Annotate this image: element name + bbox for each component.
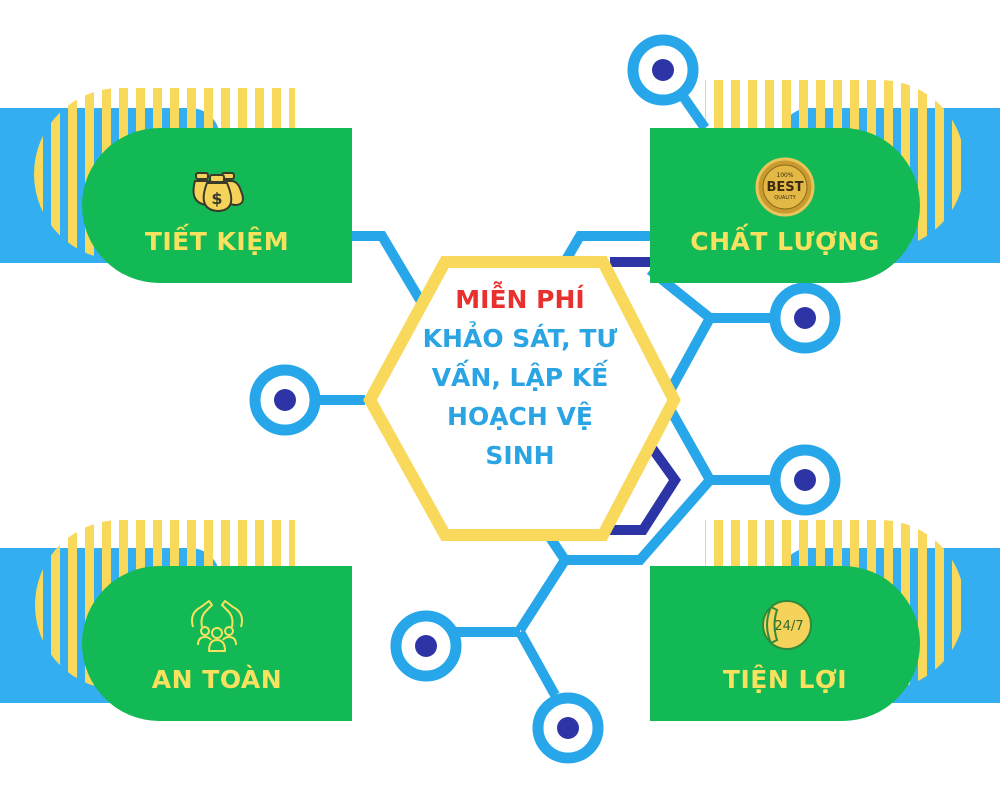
center-title: MIỄN PHÍ xyxy=(455,285,585,314)
svg-text:$: $ xyxy=(211,189,222,208)
svg-text:24/7: 24/7 xyxy=(774,619,803,634)
center-line-2: VẤN, LẬP KẾ xyxy=(431,363,609,392)
card-an-toan: AN TOÀN xyxy=(82,566,352,721)
node-circles xyxy=(249,34,841,764)
card-label-tiet-kiem: TIẾT KIỆM xyxy=(144,227,290,256)
card-tien-loi: 24/7 TIỆN LỢI xyxy=(650,566,920,721)
money-bags-icon: $ xyxy=(192,172,244,213)
svg-text:100%: 100% xyxy=(776,172,793,179)
center-text: MIỄN PHÍ KHẢO SÁT, TƯ VẤN, LẬP KẾ HOẠCH … xyxy=(380,280,660,475)
svg-text:BEST: BEST xyxy=(766,180,803,195)
center-hexagon xyxy=(363,256,681,541)
card-chat-luong: 100% BEST QUALITY CHẤT LƯỢNG xyxy=(650,128,920,283)
node-right-lower xyxy=(769,444,841,516)
best-quality-badge-icon: 100% BEST QUALITY xyxy=(755,157,815,217)
card-label-tien-loi: TIỆN LỢI xyxy=(722,665,848,694)
node-left xyxy=(249,364,321,436)
card-label-chat-luong: CHẤT LƯỢNG xyxy=(690,227,880,256)
node-bottom xyxy=(532,692,604,764)
center-line-4: SINH xyxy=(485,441,555,470)
center-line-1: KHẢO SÁT, TƯ xyxy=(422,324,618,353)
card-tiet-kiem: $ TIẾT KIỆM xyxy=(82,128,352,283)
svg-text:QUALITY: QUALITY xyxy=(774,195,796,201)
protected-people-icon xyxy=(191,600,243,652)
node-top xyxy=(627,34,699,106)
node-right-upper xyxy=(769,282,841,354)
center-line-3: HOẠCH VỆ xyxy=(447,402,593,431)
phone-24-7-icon: 24/7 xyxy=(762,600,812,650)
card-label-an-toan: AN TOÀN xyxy=(151,665,283,694)
node-bottom-left xyxy=(390,610,462,682)
